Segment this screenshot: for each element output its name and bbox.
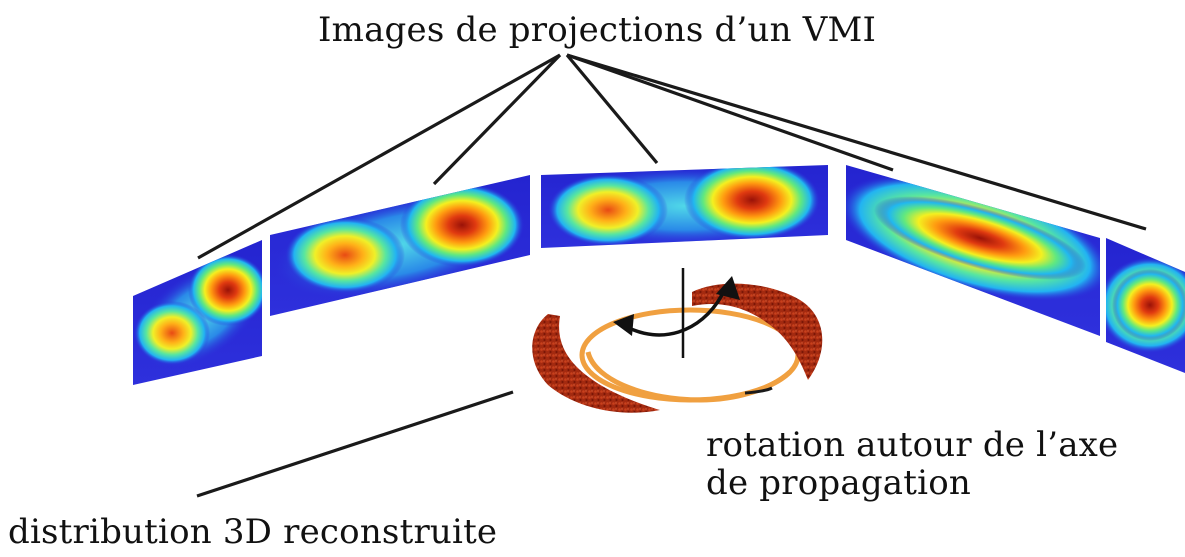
projection-image-5 — [1106, 238, 1185, 373]
reconstructed-distribution — [532, 268, 823, 413]
leader-line-2 — [432, 53, 562, 186]
rotation-caption-line-1: rotation autour de l’axe — [706, 425, 1119, 465]
leader-line-5 — [566, 53, 1147, 231]
leader-lines — [196, 53, 1147, 498]
projection-image-1 — [133, 240, 262, 385]
projection-image-4 — [846, 165, 1100, 336]
leader-line-4 — [566, 53, 894, 172]
leader-line-1 — [197, 53, 561, 260]
leader-line-distribution — [196, 390, 514, 498]
rotation-caption: rotation autour de l’axe de propagation — [706, 426, 1118, 502]
distribution-caption: distribution 3D reconstruite — [8, 512, 498, 552]
right-lobe-reconstruction — [692, 283, 823, 380]
rotation-caption-line-2: de propagation — [706, 463, 971, 503]
projection-image-3 — [541, 165, 828, 248]
projection-image-2 — [270, 175, 530, 316]
leader-line-3 — [565, 53, 659, 165]
left-lobe-reconstruction — [532, 314, 660, 413]
projections-title: Images de projections d’un VMI — [318, 10, 877, 50]
curved-double-arrow-icon — [613, 276, 740, 337]
